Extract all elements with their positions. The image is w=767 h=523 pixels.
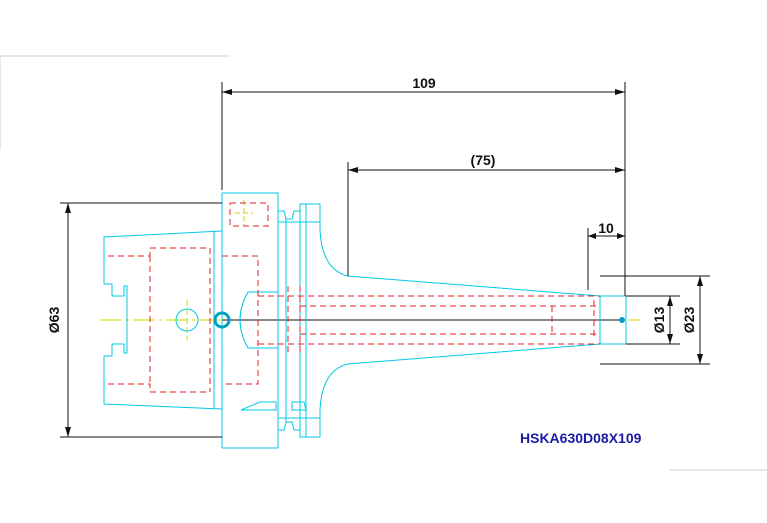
hidden-features: [108, 202, 600, 393]
dim-nose-diameter: Ø23: [681, 307, 697, 334]
coolant-marker: [213, 311, 231, 329]
holder-outline: [103, 192, 627, 449]
part-number-label: HSKA630D08X109: [520, 430, 642, 446]
dim-tip-length: 10: [598, 220, 614, 236]
dimension-arrows: [65, 89, 703, 437]
dim-bore-diameter: Ø13: [651, 307, 667, 334]
dim-flange-diameter: Ø63: [46, 307, 62, 334]
flange-drive-hole: [175, 308, 199, 332]
tip-marker: [619, 317, 625, 323]
dim-projection-length: (75): [471, 152, 496, 168]
drawing-frame: [0, 55, 767, 471]
centerline: [100, 200, 640, 340]
dimension-lines: [60, 82, 710, 438]
dim-overall-length: 109: [412, 75, 436, 91]
